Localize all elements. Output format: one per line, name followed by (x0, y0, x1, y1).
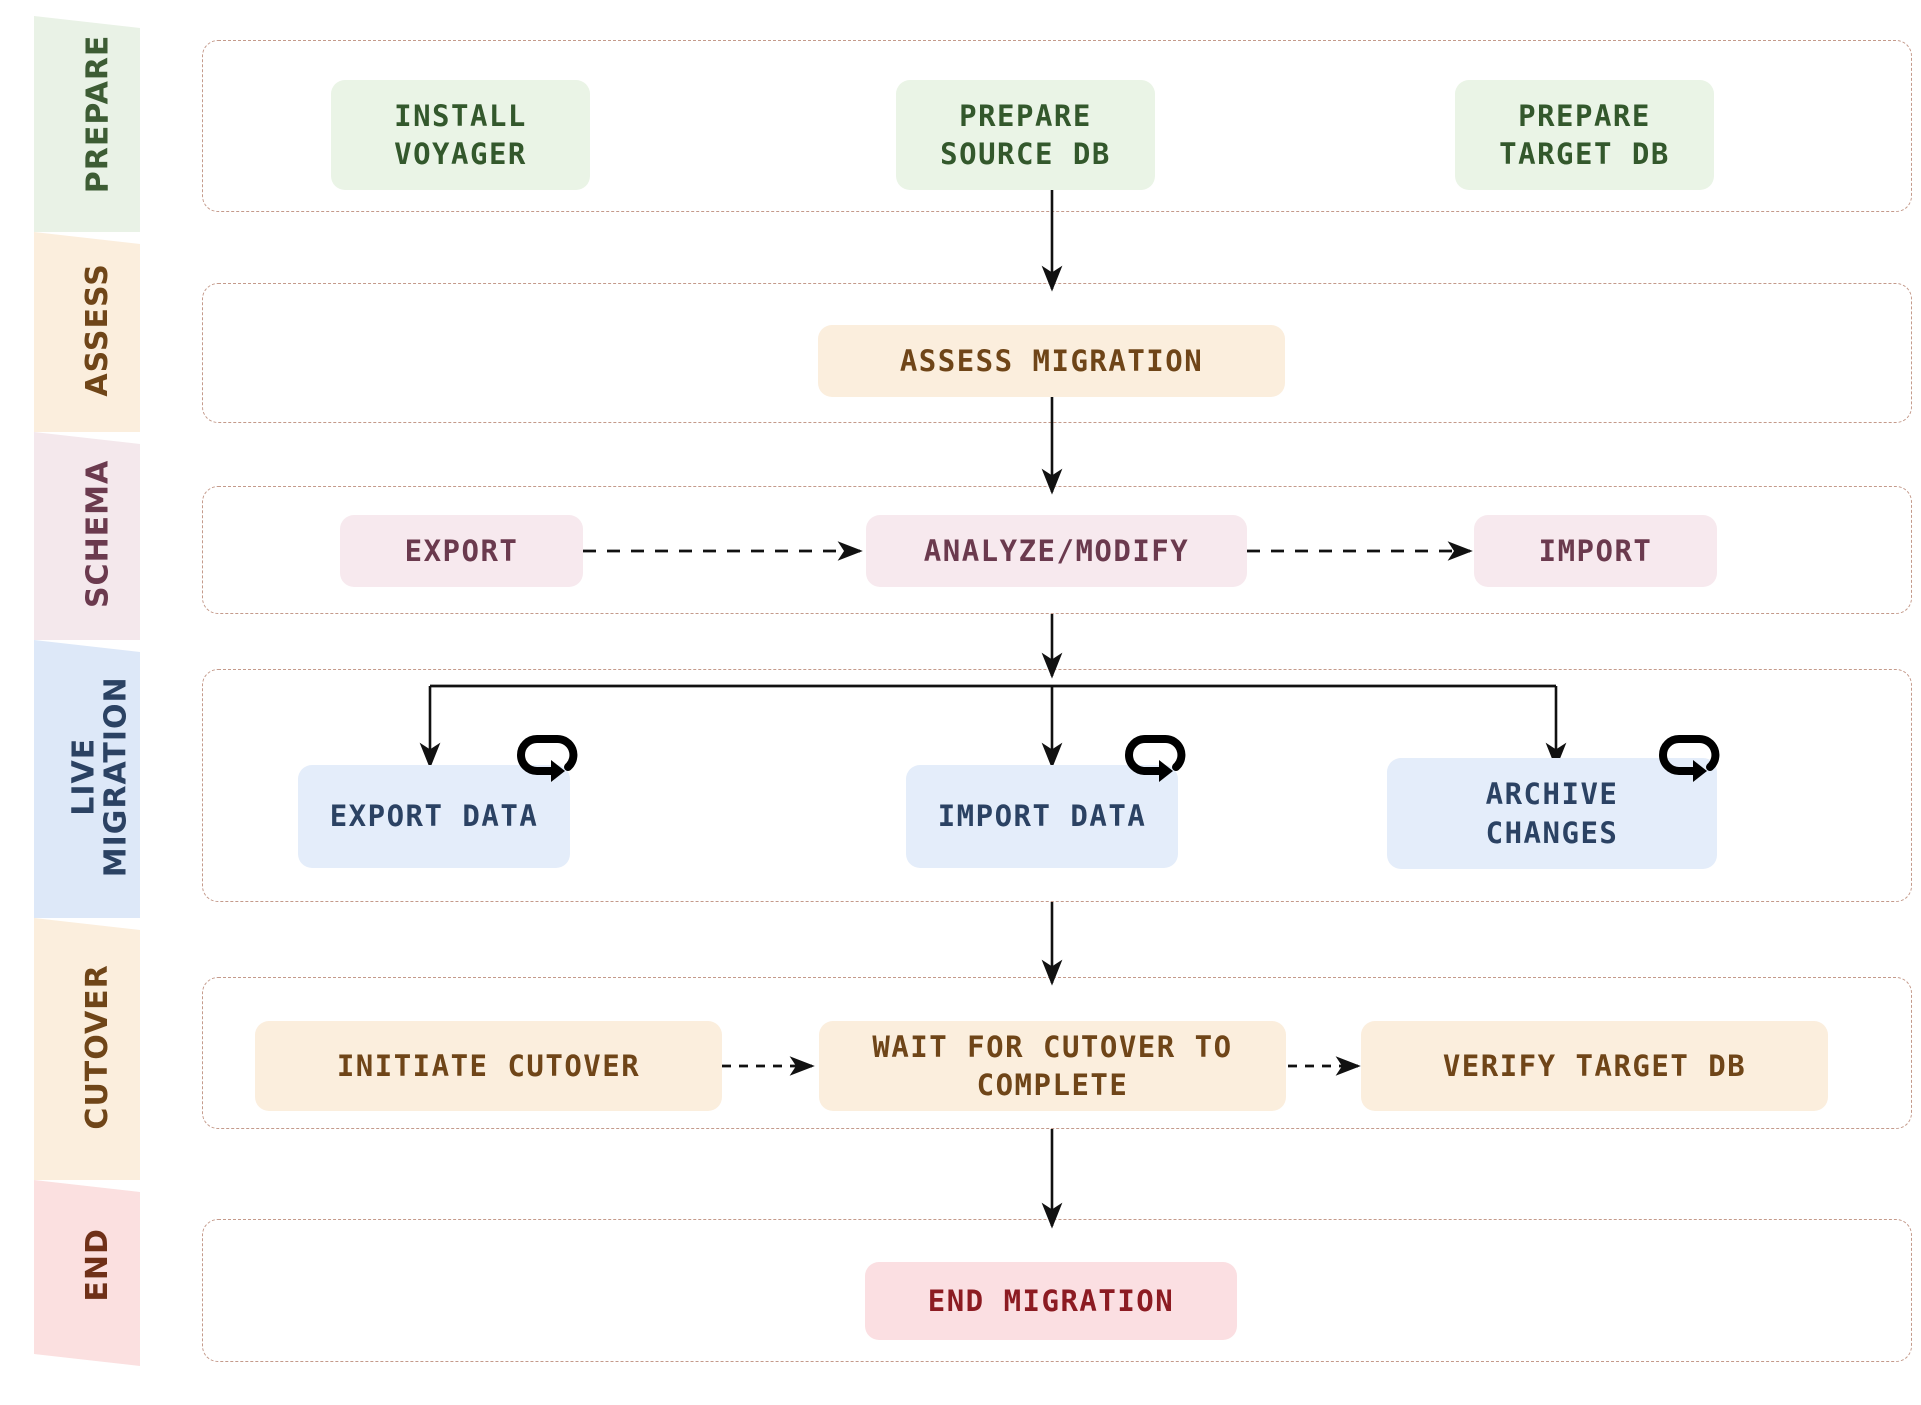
node-schema-import[interactable]: IMPORT (1474, 515, 1717, 587)
phase-band-cutover-shape (34, 918, 140, 1180)
phase-label-assess: ASSESS (80, 263, 116, 397)
loop-icon-archive-changes (1655, 727, 1727, 783)
phase-band-assess[interactable]: ASSESS (0, 232, 200, 432)
node-export-data[interactable]: EXPORT DATA (298, 765, 570, 868)
loop-icon-export-data (513, 727, 585, 783)
phase-band-prepare-shape (34, 16, 140, 232)
phase-label-schema: SCHEMA (80, 459, 116, 609)
node-end-migration[interactable]: END MIGRATION (865, 1262, 1237, 1340)
phase-label-prepare: PREPARE (80, 34, 116, 194)
phase-band-live-migration-shape (34, 640, 140, 918)
phase-label-live-migration: LIVE MIGRATION (66, 676, 133, 878)
node-assess-migration[interactable]: ASSESS MIGRATION (818, 325, 1285, 397)
node-verify-target-db[interactable]: VERIFY TARGET DB (1361, 1021, 1828, 1111)
node-schema-export[interactable]: EXPORT (340, 515, 583, 587)
phase-band-end-shape (34, 1180, 140, 1366)
node-install-voyager[interactable]: INSTALL VOYAGER (331, 80, 590, 190)
loop-icon-import-data (1121, 727, 1193, 783)
phase-band-cutover[interactable]: CUTOVER (0, 918, 200, 1180)
node-prepare-target-db[interactable]: PREPARE TARGET DB (1455, 80, 1714, 190)
node-wait-for-cutover[interactable]: WAIT FOR CUTOVER TO COMPLETE (819, 1021, 1286, 1111)
phase-band-assess-shape (34, 232, 140, 432)
node-initiate-cutover[interactable]: INITIATE CUTOVER (255, 1021, 722, 1111)
loop-icon-import-data-shape (1125, 735, 1186, 782)
phase-row-prepare (202, 40, 1912, 212)
phase-band-schema[interactable]: SCHEMA (0, 432, 200, 640)
phase-label-end: END (80, 1228, 116, 1302)
node-schema-analyze-modify[interactable]: ANALYZE/MODIFY (866, 515, 1247, 587)
node-prepare-source-db[interactable]: PREPARE SOURCE DB (896, 80, 1155, 190)
phase-band-live-migration[interactable]: LIVE MIGRATION (0, 640, 200, 918)
phase-label-cutover: CUTOVER (80, 964, 116, 1130)
phase-band-schema-shape (34, 432, 140, 640)
phase-band-end[interactable]: END (0, 1180, 200, 1366)
phase-band-prepare[interactable]: PREPARE (0, 0, 200, 232)
node-import-data[interactable]: IMPORT DATA (906, 765, 1178, 868)
phase-rail: PREPARE ASSESS SCHEMA LIVE MIGRATION (0, 0, 200, 1405)
loop-icon-archive-changes-shape (1659, 735, 1720, 782)
node-archive-changes[interactable]: ARCHIVE CHANGES (1387, 758, 1717, 869)
loop-icon-export-data-shape (517, 735, 578, 782)
